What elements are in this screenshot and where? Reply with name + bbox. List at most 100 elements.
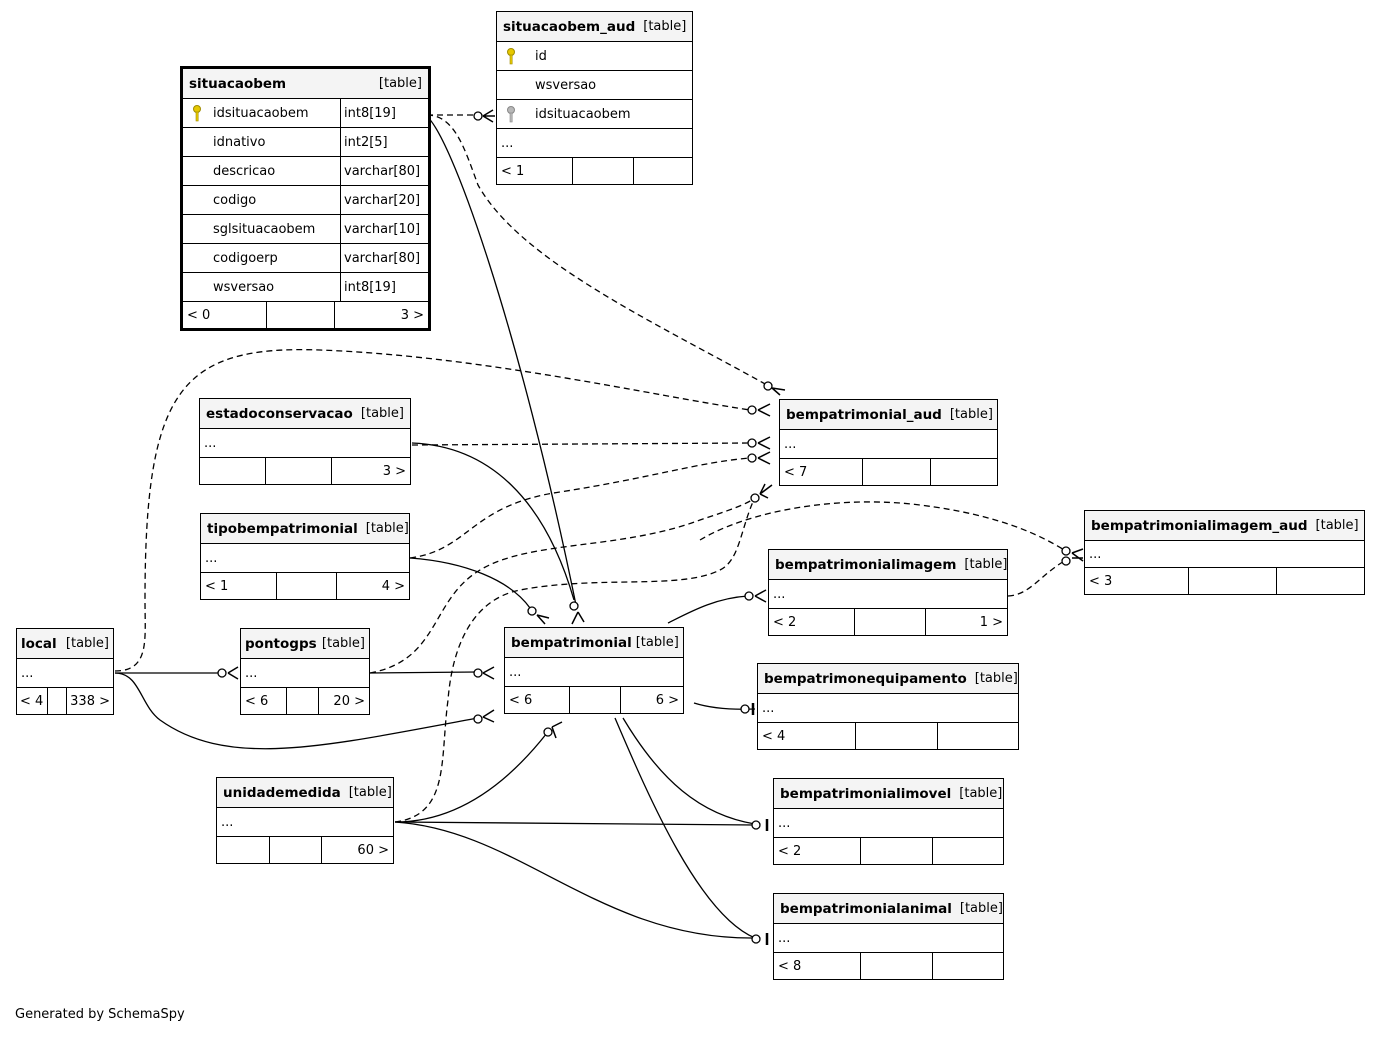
column-row: idsituacaobem	[497, 100, 692, 129]
table-bempatrimonialimagem_aud[interactable]: bempatrimonialimagem_aud [table] ... < 3	[1084, 510, 1365, 595]
column-name: idsituacaobem	[535, 106, 631, 122]
table-type-label: [table]	[1315, 518, 1359, 533]
parent-count[interactable]: < 4	[20, 693, 44, 709]
column-row: id	[497, 42, 692, 71]
row-count	[1188, 568, 1276, 594]
table-bempatrimonialanimal[interactable]: bempatrimonialanimal [table] ... < 8	[773, 893, 1004, 980]
table-header: tipobempatrimonial [table]	[201, 514, 409, 544]
more-columns: ...	[204, 435, 217, 451]
table-header: bempatrimonialimagem [table]	[769, 550, 1007, 580]
table-footer: < 1 4 >	[201, 573, 409, 599]
column-type: varchar[80]	[340, 157, 428, 185]
parent-count[interactable]: < 7	[784, 464, 808, 480]
column-type: int2[5]	[340, 128, 428, 156]
table-name: unidademedida	[223, 784, 341, 801]
row-count	[854, 609, 925, 635]
table-name: situacaobem_aud	[503, 18, 636, 35]
parent-count[interactable]: < 2	[778, 843, 802, 859]
parent-count[interactable]	[200, 458, 265, 484]
rel-pontogps-bempatrimonial	[369, 671, 478, 674]
rel-tipobempatrimonial-bempatrimonial	[409, 557, 531, 609]
table-header: bempatrimonequipamento [table]	[758, 664, 1018, 694]
child-count[interactable]	[1276, 568, 1364, 594]
rel-unidademedida-bempatrimonialimovel	[394, 821, 756, 826]
more-columns: ...	[509, 664, 522, 680]
parent-count[interactable]: < 1	[501, 163, 525, 179]
more-columns: ...	[1089, 546, 1102, 562]
table-bempatrimonialimovel[interactable]: bempatrimonialimovel [table] ... < 2	[773, 778, 1004, 865]
rel-bempatrimonial-bempatrimonialimovel	[622, 717, 756, 825]
table-unidademedida[interactable]: unidademedida [table] ... 60 >	[216, 777, 394, 864]
row-count	[572, 158, 633, 184]
table-situacaobem[interactable]: situacaobem [table] idsituacaobem int8[1…	[180, 66, 431, 331]
column-row: ...	[780, 430, 997, 459]
rel-bempatrimonialimagem-bempatrimonialimagem_aud	[1007, 559, 1067, 597]
foreign-key-icon	[507, 106, 515, 123]
more-columns: ...	[773, 586, 786, 602]
child-count[interactable]: 6 >	[620, 687, 683, 713]
row-count	[276, 573, 336, 599]
column-type: varchar[80]	[340, 244, 428, 272]
generator-credit: Generated by SchemaSpy	[15, 1007, 185, 1022]
column-row: ...	[200, 429, 410, 458]
child-count[interactable]: 20 >	[318, 688, 369, 714]
child-count[interactable]: 3 >	[331, 458, 410, 484]
rel-situacaobem-bempatrimonial_aud	[426, 114, 768, 386]
table-bempatrimonequipamento[interactable]: bempatrimonequipamento [table] ... < 4	[757, 663, 1019, 750]
parent-count[interactable]: < 8	[778, 958, 802, 974]
column-name: wsversao	[213, 279, 275, 295]
table-tipobempatrimonial[interactable]: tipobempatrimonial [table] ... < 1 4 >	[200, 513, 410, 600]
table-header: bempatrimonialimagem_aud [table]	[1085, 511, 1364, 541]
column-row: ...	[774, 924, 1003, 953]
parent-count[interactable]: < 1	[205, 578, 229, 594]
more-columns: ...	[762, 700, 775, 716]
parent-count[interactable]: < 0	[187, 307, 211, 323]
table-bempatrimonial[interactable]: bempatrimonial [table] ... < 6 6 >	[504, 627, 684, 714]
more-columns: ...	[245, 665, 258, 681]
column-type: varchar[10]	[340, 215, 428, 243]
table-footer: < 1	[497, 158, 692, 184]
table-estadoconservacao[interactable]: estadoconservacao [table] ... 3 >	[199, 398, 411, 485]
table-footer: 3 >	[200, 458, 410, 484]
table-footer: 60 >	[217, 837, 393, 863]
table-header: bempatrimonial_aud [table]	[780, 400, 997, 430]
table-situacaobem_aud[interactable]: situacaobem_aud [table] id wsversao idsi…	[496, 11, 693, 185]
table-local[interactable]: local [table] ... < 4 338 >	[16, 628, 114, 715]
primary-key-icon	[507, 48, 515, 65]
table-header: situacaobem_aud [table]	[497, 12, 692, 42]
table-footer: < 2	[774, 838, 1003, 864]
table-type-label: [table]	[378, 76, 422, 91]
parent-count[interactable]: < 4	[762, 728, 786, 744]
table-header: bempatrimonial [table]	[505, 628, 683, 658]
child-count[interactable]	[932, 838, 1003, 864]
table-type-label: [table]	[65, 636, 109, 651]
parent-count[interactable]: < 6	[245, 693, 269, 709]
table-name: bempatrimonialimagem	[775, 556, 957, 573]
table-footer: < 6 6 >	[505, 687, 683, 713]
child-count[interactable]	[932, 953, 1003, 979]
table-type-label: [table]	[959, 786, 1003, 801]
child-count[interactable]	[633, 158, 692, 184]
child-count[interactable]: 1 >	[925, 609, 1007, 635]
table-type-label: [table]	[643, 19, 687, 34]
child-count[interactable]: 338 >	[66, 688, 113, 714]
table-footer: < 4 338 >	[17, 688, 113, 714]
child-count[interactable]	[937, 723, 1018, 749]
column-row: descricao varchar[80]	[183, 157, 428, 186]
child-count[interactable]	[930, 459, 997, 485]
child-count[interactable]: 3 >	[334, 302, 428, 328]
table-header: local [table]	[17, 629, 113, 659]
parent-count[interactable]: < 2	[773, 614, 797, 630]
parent-count[interactable]: < 3	[1089, 573, 1113, 589]
child-count[interactable]: 60 >	[321, 837, 393, 863]
column-row: ...	[758, 694, 1018, 723]
table-header: bempatrimonialanimal [table]	[774, 894, 1003, 924]
child-count[interactable]: 4 >	[336, 573, 409, 599]
table-bempatrimonial_aud[interactable]: bempatrimonial_aud [table] ... < 7	[779, 399, 998, 486]
row-count	[569, 687, 620, 713]
table-pontogps[interactable]: pontogps [table] ... < 6 20 >	[240, 628, 370, 715]
table-bempatrimonialimagem[interactable]: bempatrimonialimagem [table] ... < 2 1 >	[768, 549, 1008, 636]
parent-count[interactable]: < 6	[509, 692, 533, 708]
parent-count[interactable]	[217, 837, 269, 863]
